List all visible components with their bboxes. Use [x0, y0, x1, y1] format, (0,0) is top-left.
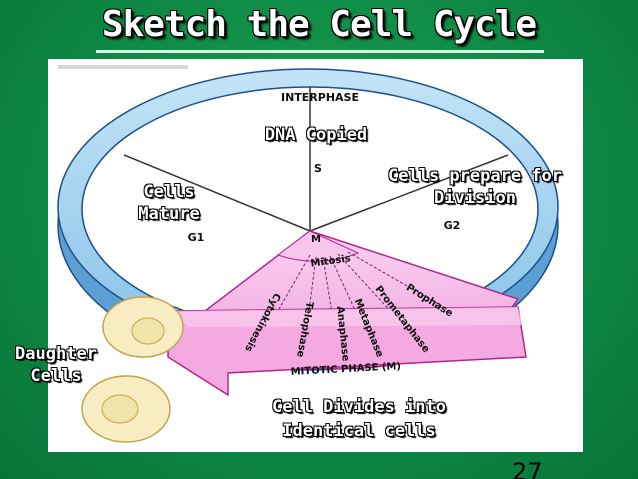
- page-number: 27: [512, 458, 543, 479]
- phase-g1-label: G1: [188, 231, 205, 244]
- title-underline: [96, 50, 544, 53]
- interphase-label: INTERPHASE: [281, 91, 359, 104]
- daughter-cell-top-nucleus: [131, 317, 165, 345]
- annotation-cells-mature-line2: Mature: [138, 204, 200, 224]
- annotation-cells-mature-line1: Cells: [143, 182, 195, 202]
- mitotic-arrow-highlight: [173, 307, 522, 327]
- phase-g2-label: G2: [444, 219, 461, 232]
- annotation-daughter-line2: Cells: [30, 366, 82, 386]
- slide-title: Sketch the Cell Cycle: [101, 4, 537, 45]
- divider-g1-m: [123, 154, 311, 232]
- annotation-daughter-line1: Daughter: [15, 344, 97, 364]
- divider-s-g2: [309, 154, 509, 232]
- faded-caption: [58, 65, 188, 69]
- annotation-cells-prepare-line2: Division: [434, 188, 516, 208]
- annotation-cells-prepare-line1: Cells prepare for: [388, 166, 562, 186]
- diagram-panel: INTERPHASE S G1 G2 M Mitosis MITOTIC PHA…: [48, 59, 583, 452]
- daughter-cell-bottom-nucleus: [101, 394, 139, 424]
- phase-m-label: M: [311, 234, 321, 245]
- annotation-divides-line2: Identical cells: [282, 421, 436, 441]
- cell-cycle-diagram: INTERPHASE S G1 G2 M Mitosis MITOTIC PHA…: [57, 65, 559, 443]
- annotation-dna-copied: DNA Copied: [264, 125, 368, 145]
- phase-s-label: S: [314, 162, 322, 175]
- annotation-divides-line1: Cell Divides into: [272, 397, 446, 417]
